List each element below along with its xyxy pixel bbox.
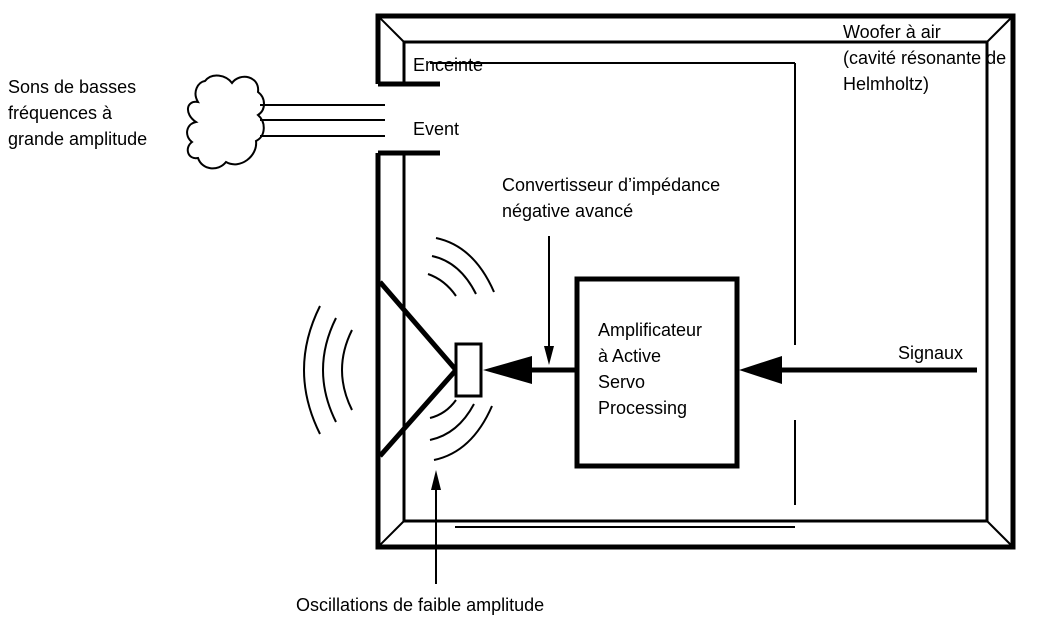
label-converter-line-2: négative avancé: [502, 201, 634, 221]
sound-cloud-icon: [186, 74, 265, 170]
voice-coil: [454, 342, 483, 398]
label-amplifier-line-1: Amplificateur: [598, 320, 703, 340]
label-converter: Convertisseur d’impédance négative avanc…: [502, 172, 720, 224]
wave-arc-lower-3: [433, 405, 493, 461]
wave-arc-left-2: [322, 317, 337, 423]
converter-pointer-arrowhead: [544, 346, 554, 365]
label-low-frequency-sounds: Sons de basses fréquences à grande ampli…: [8, 74, 147, 152]
label-low-frequency-sounds-line-2: fréquences à: [8, 103, 113, 123]
label-air-woofer-line-3: Helmholtz): [843, 74, 930, 94]
wave-arc-left-3: [303, 305, 321, 435]
wave-arc-lower-2: [429, 403, 475, 441]
corner-miter-top-right: [986, 15, 1014, 43]
corner-miter-bottom-left: [377, 520, 405, 548]
oscillations-pointer-arrowhead: [431, 470, 441, 490]
label-converter-line-1: Convertisseur d’impédance: [502, 175, 721, 195]
label-air-woofer: Woofer à air (cavité résonante de Helmho…: [843, 19, 1006, 97]
enclosure-inner-wall: [402, 40, 989, 523]
amp-output-arrowhead: [483, 356, 532, 384]
label-amplifier-line-2: à Active: [598, 346, 662, 366]
wave-arc-upper-2: [431, 255, 477, 295]
corner-miter-top-left: [377, 15, 405, 43]
label-amplifier-line-4: Processing: [598, 398, 688, 418]
enclosure-outer-wall: [375, 13, 1016, 550]
corner-miter-bottom-right: [986, 520, 1014, 548]
speaker-cone: [378, 280, 460, 458]
label-low-frequency-sounds-line-3: grande amplitude: [8, 129, 148, 149]
signal-input-arrowhead: [739, 356, 782, 384]
label-air-woofer-line-1: Woofer à air: [843, 22, 941, 42]
wave-arc-lower-1: [429, 399, 457, 419]
label-enclosure: Enceinte: [413, 55, 484, 75]
label-low-frequency-sounds-line-1: Sons de basses: [8, 77, 137, 97]
wave-arc-upper-3: [435, 237, 495, 293]
wave-arc-upper-1: [427, 273, 457, 297]
label-air-woofer-line-2: (cavité résonante de: [843, 48, 1007, 68]
label-vent: Event: [413, 119, 460, 139]
label-signals: Signaux: [898, 343, 964, 363]
label-amplifier-line-3: Servo: [598, 372, 646, 392]
wave-arc-left-1: [341, 329, 353, 411]
label-oscillations: Oscillations de faible amplitude: [296, 595, 545, 615]
label-amplifier: Amplificateur à Active Servo Processing: [598, 317, 702, 421]
